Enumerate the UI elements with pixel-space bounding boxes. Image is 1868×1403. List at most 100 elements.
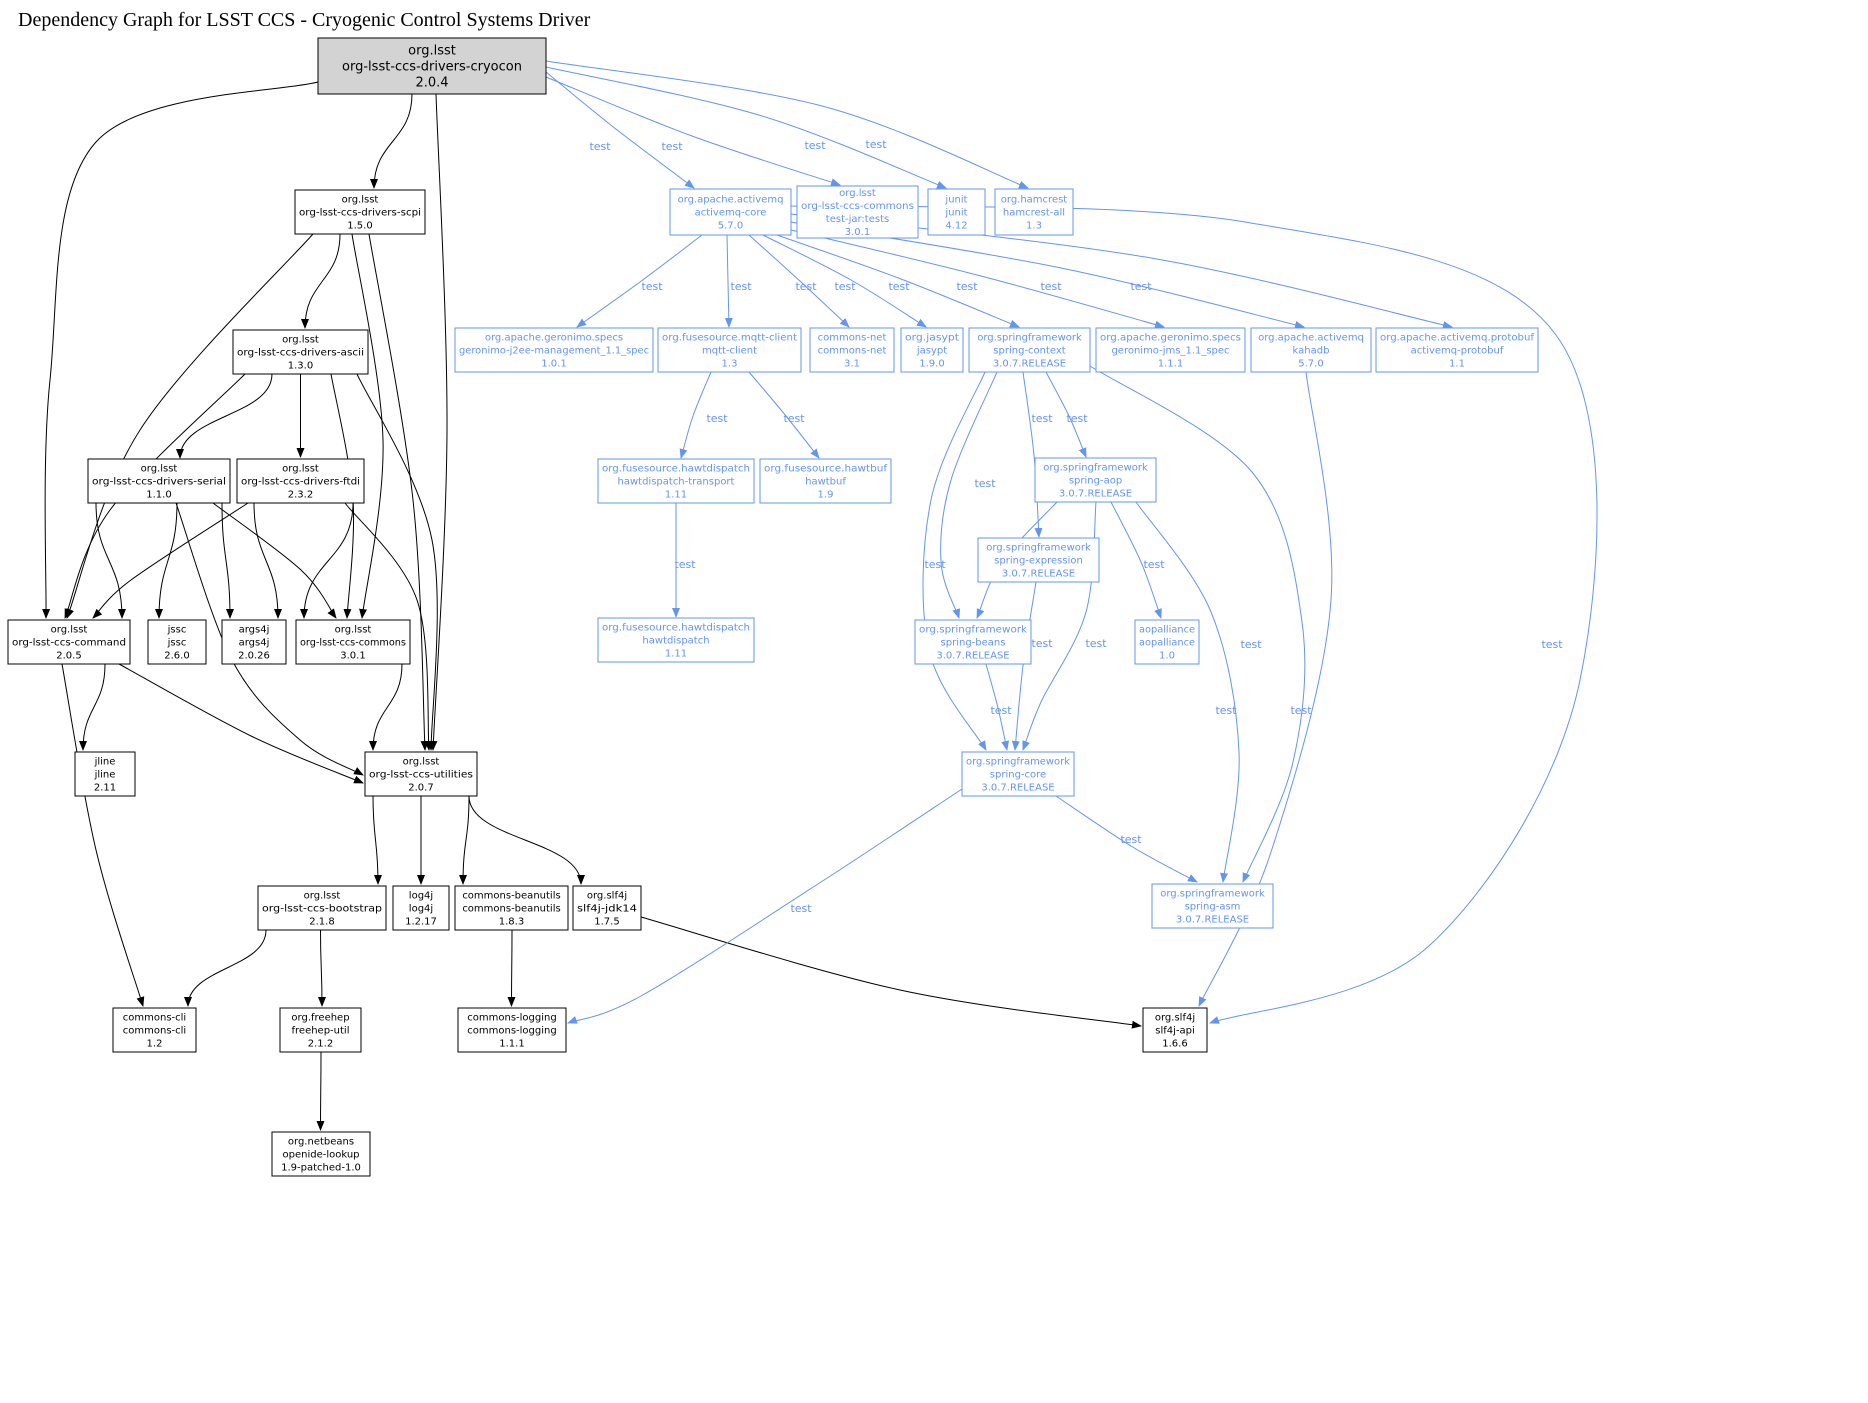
edge-label-test: test (990, 704, 1012, 717)
node-label: org-lsst-ccs-drivers-ftdi (241, 477, 360, 488)
node-box-spring-expression (977, 537, 1100, 583)
edge-label-test: test (974, 477, 996, 490)
edge-cryocon-scpi (370, 93, 413, 189)
edge-label-test: test (730, 280, 752, 293)
node-openide: org.netbeansopenide-lookup1.9-patched-1.… (271, 1131, 371, 1177)
node-label: hawtbuf (805, 477, 846, 488)
edge-spring-expression-spring-core (1011, 581, 1037, 751)
edge-label-test: test (706, 412, 728, 425)
node-label: 1.2 (147, 1039, 163, 1050)
node-label: commons-beanutils (462, 891, 560, 902)
node-label: geronimo-j2ee-management_1.1_spec (459, 346, 649, 357)
node-label: org-lsst-ccs-drivers-cryocon (342, 60, 522, 75)
node-label: org-lsst-ccs-drivers-ascii (237, 348, 364, 359)
node-hawtdispatch: org.fusesource.hawtdispatchhawtdispatch1… (597, 617, 755, 663)
node-label: 3.0.7.RELEASE (1176, 915, 1249, 926)
edge-label-test: test (1031, 637, 1053, 650)
node-label: 3.0.1 (340, 651, 365, 662)
node-cryocon: org.lsstorg-lsst-ccs-drivers-cryocon2.0.… (317, 37, 547, 95)
edge-label-test: test (956, 280, 978, 293)
node-box-mqtt-client (657, 327, 802, 373)
node-label: org.springframework (919, 625, 1027, 636)
edge-serial-args4j (221, 502, 234, 619)
node-label: 1.9 (818, 490, 834, 501)
node-label: org-lsst-ccs-command (12, 638, 126, 649)
edge-label-test: test (1040, 280, 1062, 293)
edge-kahadb-slf4j-api (1198, 371, 1333, 1007)
edge-label-test: test (790, 902, 812, 915)
node-box-openide (271, 1131, 371, 1177)
edge-label-test: test (804, 139, 826, 152)
edge-activemq-core-spring-context (776, 234, 1020, 328)
node-label: hamcrest-all (1003, 208, 1065, 219)
node-hawt-transport: org.fusesource.hawtdispatchhawtdispatch-… (597, 458, 755, 504)
edge-scpi-command (66, 233, 314, 619)
edge-label-test: test (924, 558, 946, 571)
edge-bootstrap-freehep (317, 929, 326, 1007)
edge-spring-beans-spring-core (985, 663, 1010, 751)
edge-command-commons-cli (61, 663, 145, 1007)
edge-ftdi-utilities (344, 502, 433, 751)
node-box-scpi (294, 189, 426, 235)
edge-serial-utilities (175, 502, 364, 776)
node-label: spring-expression (994, 556, 1083, 567)
node-label: jasypt (916, 346, 947, 357)
node-geronimo-j2ee: org.apache.geronimo.specsgeronimo-j2ee-m… (454, 327, 654, 373)
edge-spring-aop-aopalliance (1110, 501, 1162, 619)
node-label: 1.7.5 (594, 917, 619, 928)
node-label: geronimo-jms_1.1_spec (1111, 346, 1229, 357)
node-box-beanutils (454, 885, 569, 931)
node-box-commons-net (809, 327, 895, 373)
node-label: org.hamcrest (1001, 195, 1068, 206)
node-label: 5.7.0 (718, 221, 743, 232)
edge-activemq-core-commons-net (748, 234, 850, 328)
node-box-serial (87, 458, 231, 504)
node-label: org.lsst (282, 464, 319, 475)
node-box-commons-logging (457, 1007, 567, 1053)
node-label: openide-lookup (282, 1150, 359, 1161)
node-label: 3.0.7.RELEASE (1059, 489, 1132, 500)
edge-spring-aop-spring-asm (1135, 501, 1240, 883)
edge-ftdi-args4j (253, 502, 282, 619)
node-label: 2.6.0 (164, 651, 189, 662)
edge-ftdi-command (92, 502, 249, 619)
node-label: slf4j-jdk14 (577, 904, 637, 915)
edge-cryocon-hamcrest (545, 60, 1029, 189)
node-spring-asm: org.springframeworkspring-asm3.0.7.RELEA… (1151, 883, 1274, 929)
edge-label-test: test (783, 412, 805, 425)
edge-spring-core-commons-logging (567, 788, 963, 1024)
node-ccs-tests: org.lsstorg-lsst-ccs-commonstest-jar:tes… (796, 185, 919, 239)
node-box-cryocon (317, 37, 547, 95)
node-label: org.freehep (291, 1013, 349, 1024)
node-label: jline (94, 757, 116, 768)
edge-command-jline (79, 663, 106, 751)
node-label: org.springframework (1160, 889, 1265, 900)
node-label: log4j (409, 904, 433, 915)
edge-label-test: test (1085, 637, 1107, 650)
edge-spring-core-spring-asm (1055, 795, 1198, 883)
node-label: 1.0 (1159, 651, 1175, 662)
edge-serial-jssc (155, 502, 178, 619)
node-label: commons-beanutils (462, 904, 560, 915)
node-label: 1.3.0 (288, 361, 313, 372)
node-label: spring-context (993, 346, 1066, 357)
node-label: 2.11 (94, 783, 116, 794)
node-box-commons (295, 619, 411, 665)
edge-activemq-core-geronimo-j2ee (576, 234, 703, 328)
node-label: junit (944, 208, 967, 219)
edge-ascii-command (64, 373, 246, 619)
node-label: 3.0.7.RELEASE (936, 651, 1009, 662)
node-label: commons-logging (467, 1013, 556, 1024)
node-label: org.netbeans (288, 1137, 354, 1148)
node-label: 1.3 (722, 359, 738, 370)
